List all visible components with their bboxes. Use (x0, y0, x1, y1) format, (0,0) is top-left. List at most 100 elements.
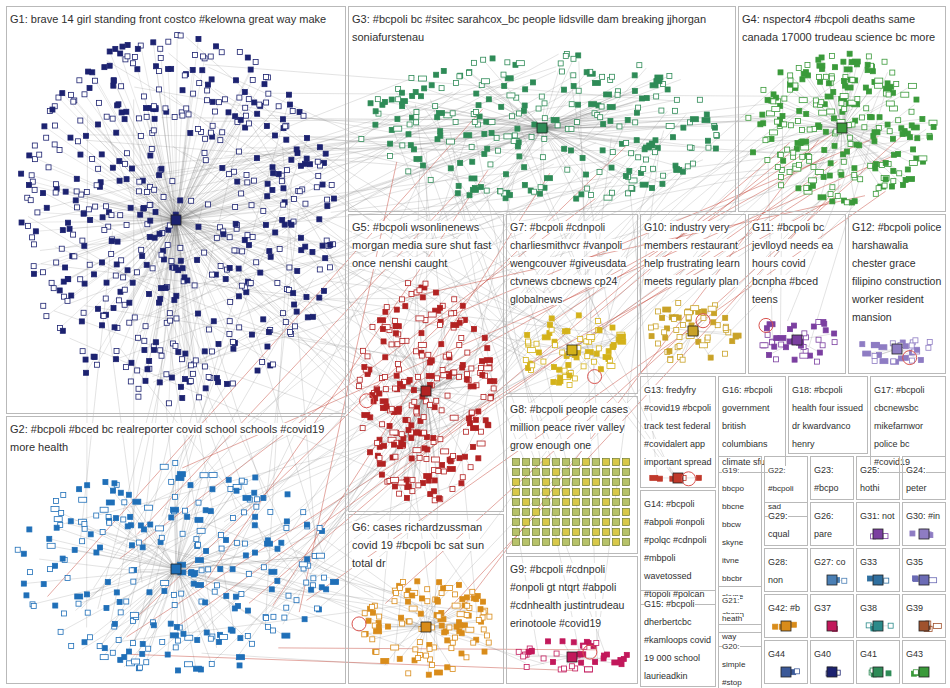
edge-line (176, 114, 189, 220)
vertex-marker (131, 61, 136, 66)
vertex-marker (842, 106, 847, 111)
edge-line (139, 100, 813, 667)
vertex-marker (775, 165, 780, 170)
edge-line (169, 53, 540, 362)
vertex-marker (51, 286, 56, 291)
vertex-marker (644, 157, 649, 162)
vertex-marker (505, 76, 513, 81)
edge-line (176, 202, 285, 220)
vertex-marker (491, 386, 496, 391)
edge-line (221, 167, 527, 356)
vertex-marker (95, 362, 100, 367)
vertex-marker (145, 190, 150, 195)
vertex-marker (214, 44, 219, 49)
edge-line (542, 128, 583, 158)
vertex-marker (63, 189, 68, 194)
edge-line (395, 391, 426, 457)
vertex-marker (161, 257, 166, 262)
vertex-marker (399, 432, 404, 437)
edge-line (790, 75, 842, 128)
edge-line (176, 80, 253, 220)
vertex-marker (41, 191, 46, 196)
vertex-marker (404, 495, 409, 500)
vertex-marker (255, 368, 260, 373)
edge-line (71, 220, 176, 296)
edge-line (792, 88, 842, 128)
vertex-marker (279, 179, 284, 184)
vertex-marker (481, 57, 486, 62)
vertex-marker (258, 270, 263, 275)
vertex-marker (250, 78, 255, 83)
edge-line (630, 193, 657, 477)
vertex-marker (422, 86, 427, 91)
vertex-marker (270, 187, 275, 192)
vertex-marker (185, 278, 190, 283)
vertex-marker (408, 143, 413, 148)
vertex-marker (432, 478, 437, 483)
edge-line (176, 62, 256, 220)
vertex-marker (196, 395, 201, 400)
edge-line (842, 119, 922, 128)
vertex-marker (264, 74, 269, 79)
vertex-marker (248, 67, 253, 72)
vertex-marker (124, 109, 129, 114)
vertex-marker (641, 167, 646, 172)
edge-line (542, 72, 587, 128)
vertex-marker (236, 294, 241, 299)
edge-line (266, 209, 298, 500)
vertex-marker (254, 156, 259, 161)
vertex-marker (246, 97, 251, 102)
vertex-marker (927, 135, 932, 140)
edge-line (388, 299, 438, 651)
vertex-marker (445, 393, 450, 398)
vertex-marker (173, 265, 178, 270)
vertex-marker (87, 262, 92, 267)
vertex-marker (180, 88, 185, 93)
vertex-marker (196, 311, 201, 316)
vertex-marker (159, 252, 164, 257)
vertex-marker (170, 179, 175, 184)
vertex-marker (584, 172, 589, 177)
edge-line (176, 185, 332, 220)
edge-line (842, 95, 903, 128)
vertex-marker (159, 166, 164, 171)
vertex-marker (82, 92, 87, 97)
vertex-marker (119, 110, 124, 115)
edge-line (176, 35, 177, 220)
vertex-marker (57, 288, 62, 293)
edge-line (803, 128, 842, 148)
vertex-marker (210, 349, 215, 354)
vertex-marker (227, 265, 232, 270)
vertex-marker (114, 262, 119, 267)
edge-line (804, 74, 842, 128)
vertex-marker (304, 294, 309, 299)
vertex-marker (53, 182, 58, 187)
edge-line (114, 81, 176, 220)
vertex-marker (244, 290, 249, 295)
vertex-marker (477, 441, 485, 446)
vertex-marker (907, 135, 912, 140)
vertex-marker (576, 53, 581, 58)
vertex-marker (397, 406, 402, 411)
vertex-marker (60, 228, 65, 233)
vertex-marker (855, 97, 860, 102)
edge-line (131, 208, 176, 220)
vertex-marker (429, 83, 434, 88)
vertex-marker (625, 117, 630, 122)
edge-line (205, 65, 679, 102)
edge-line (403, 391, 426, 445)
vertex-marker (283, 124, 288, 129)
vertex-marker (169, 66, 174, 71)
vertex-marker (530, 80, 535, 85)
vertex-marker (232, 248, 237, 253)
vertex-marker (651, 166, 656, 171)
vertex-marker (704, 112, 709, 117)
vertex-marker (782, 96, 787, 101)
vertex-marker (604, 195, 612, 200)
vertex-marker (847, 51, 852, 56)
edge-line (542, 76, 669, 128)
vertex-marker (538, 191, 543, 196)
vertex-marker (148, 153, 153, 158)
vertex-marker (240, 249, 245, 254)
